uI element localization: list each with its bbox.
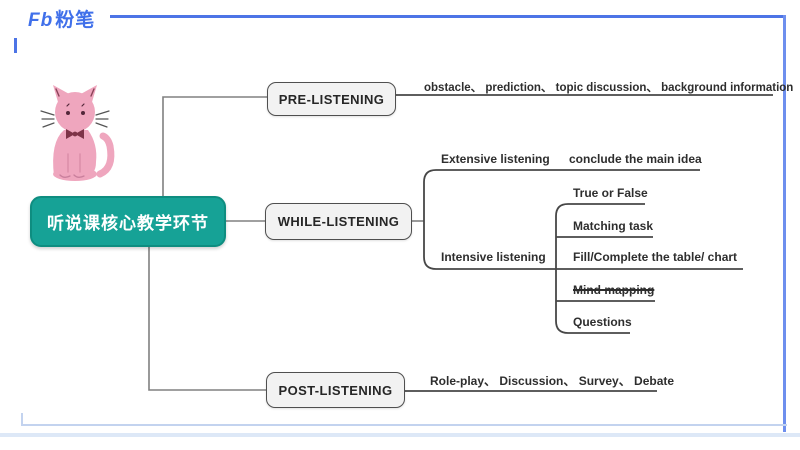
bottom-border-bar (0, 433, 800, 437)
pink-cat-illustration (40, 85, 115, 181)
right-border-line (783, 15, 786, 432)
root-node: 听说课核心教学环节 (30, 196, 226, 247)
top-border-line (110, 15, 783, 18)
task-mind-mapping: Mind mapping (573, 283, 655, 297)
node-post-listening: POST-LISTENING (266, 372, 405, 408)
post-listening-label: POST-LISTENING (278, 382, 393, 398)
pre-listening-note: obstacle、 prediction、 topic discussion、 … (424, 82, 794, 94)
fenbi-logo-text: 粉笔 (55, 10, 96, 31)
node-pre-listening: PRE-LISTENING (267, 82, 396, 116)
extensive-listening-note: conclude the main idea (569, 152, 702, 166)
post-listening-note: Role-play、 Discussion、 Survey、 Debate (430, 374, 675, 388)
extensive-listening-label: Extensive listening (441, 152, 550, 166)
bottom-border-tick (21, 413, 23, 426)
task-fill-complete-table-chart: Fill/Complete the table/ chart (573, 250, 738, 264)
intensive-listening-label: Intensive listening (441, 250, 546, 264)
task-matching-task: Matching task (573, 219, 654, 233)
left-accent-dash (14, 38, 17, 53)
pre-listening-label: PRE-LISTENING (278, 91, 385, 107)
task-true-or-false: True or False (573, 186, 648, 200)
fenbi-logo-mark: Fb (28, 10, 54, 31)
node-while-listening: WHILE-LISTENING (265, 203, 412, 240)
root-node-label: 听说课核心教学环节 (47, 214, 209, 233)
while-listening-label: WHILE-LISTENING (277, 214, 400, 229)
task-questions: Questions (573, 315, 632, 329)
bottom-border-line (21, 424, 787, 426)
